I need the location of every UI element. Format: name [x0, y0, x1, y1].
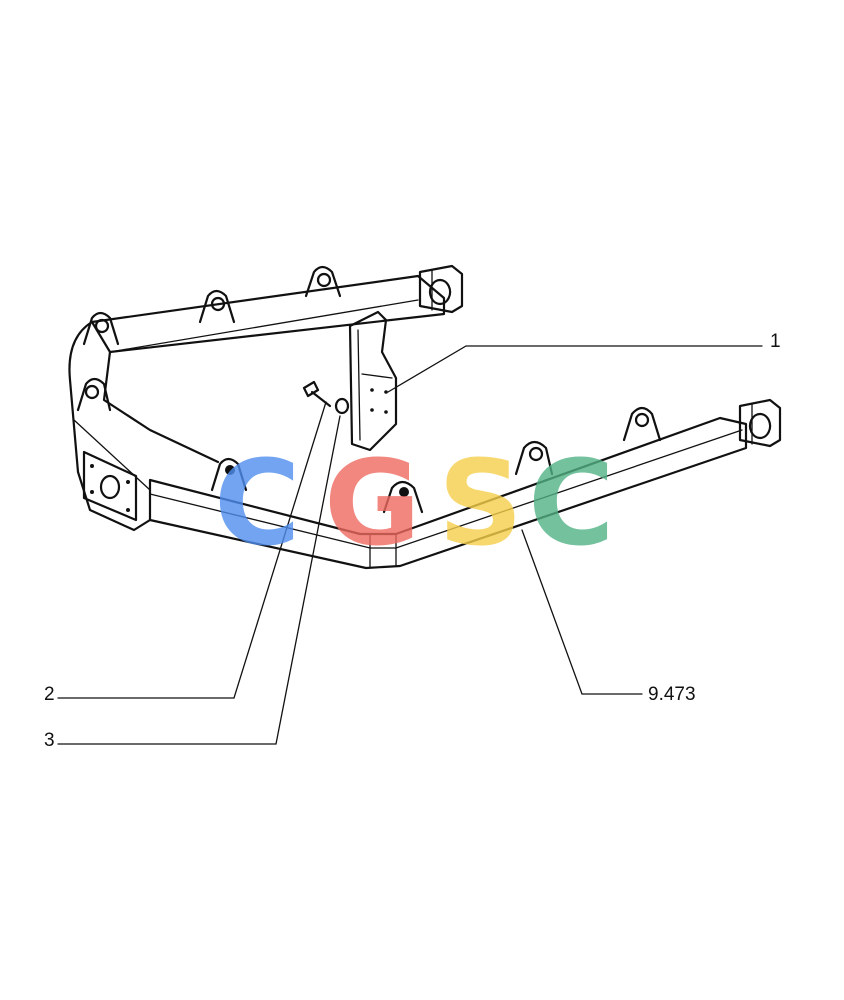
rear-rail-lugs	[76, 265, 342, 412]
mounting-plate	[82, 450, 138, 522]
watermark-letter-c2: C	[528, 434, 615, 572]
callout-1: 1	[770, 331, 781, 352]
watermark-letter-s: S	[438, 434, 523, 572]
bracket-part	[348, 310, 398, 452]
washer-part	[334, 397, 350, 415]
watermark-logo: C G S C	[214, 434, 615, 572]
front-rail-lugs	[210, 406, 662, 514]
frame-assembly	[68, 264, 782, 570]
callout-2: 2	[44, 684, 55, 705]
front-rail-coupling	[738, 398, 782, 448]
callout-3: 3	[44, 730, 55, 751]
callout-reference: 9.473	[648, 684, 696, 705]
watermark-letter-g: G	[324, 434, 421, 572]
bolt-part	[302, 380, 332, 408]
leader-lines	[57, 345, 763, 745]
watermark-letter-c1: C	[214, 434, 301, 572]
rear-rail-coupling	[418, 264, 464, 314]
